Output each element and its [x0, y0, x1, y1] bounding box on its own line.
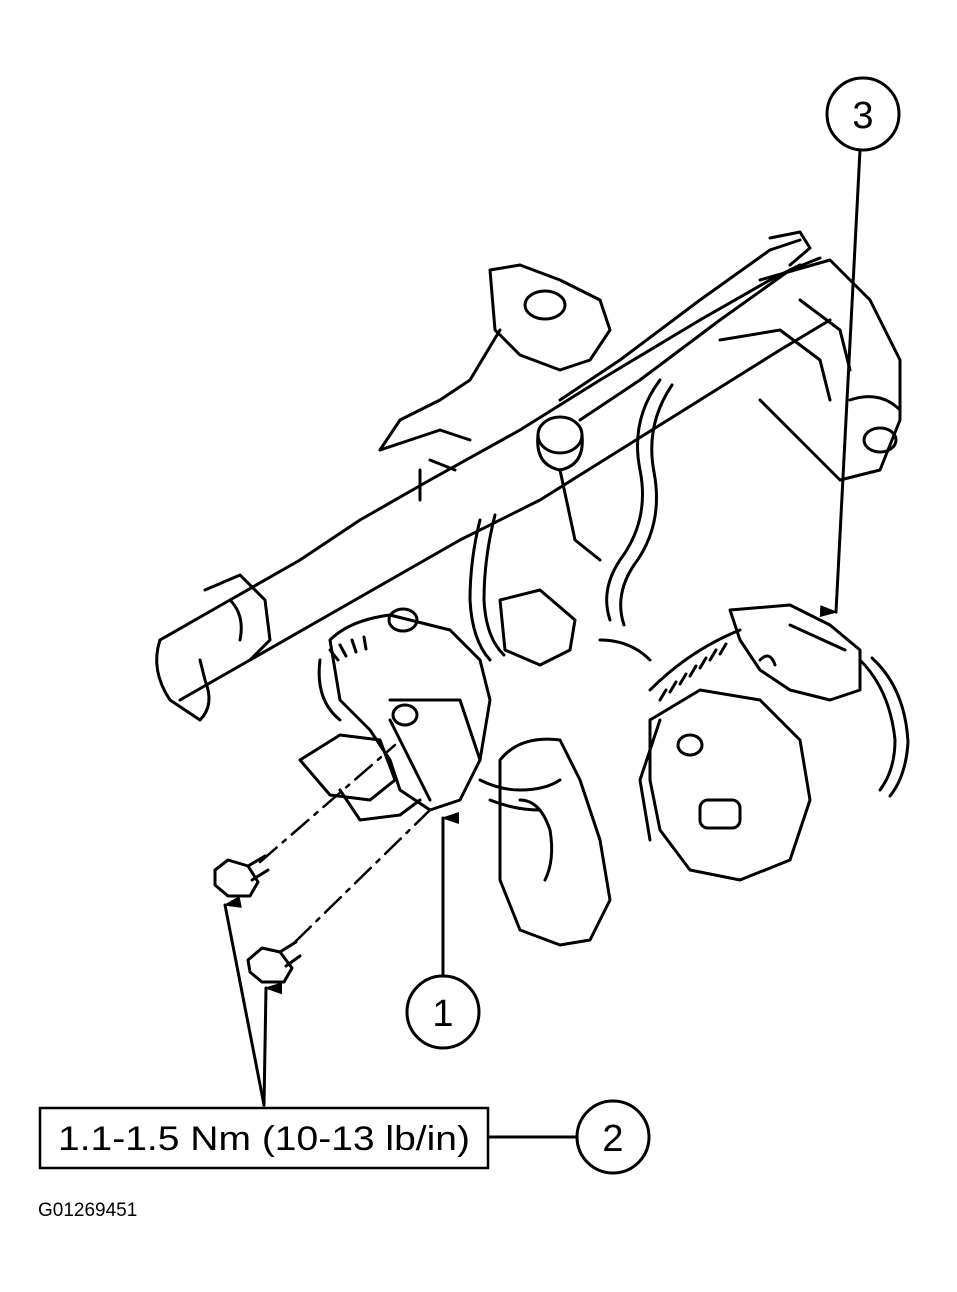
torque-spec-text: 1.1-1.5 Nm (10-13 lb/in): [58, 1120, 470, 1158]
callout-3-circle: [825, 76, 901, 152]
callout-1-circle: [405, 974, 481, 1050]
leader-lines: [223, 148, 862, 1139]
figure-id: G01269451: [38, 1200, 137, 1221]
callout-3: 3: [825, 76, 901, 152]
callout-1: 1: [405, 974, 481, 1050]
callout-2-circle: [575, 1099, 651, 1175]
callout-3-label: 3: [852, 95, 873, 137]
callout-2-label: 2: [602, 1118, 623, 1160]
callout-1-label: 1: [432, 993, 453, 1035]
torque-spec-box: 1.1-1.5 Nm (10-13 lb/in): [38, 1106, 490, 1170]
steering-column-assembly-drawing: [155, 230, 910, 984]
torque-spec-frame: [38, 1106, 490, 1170]
callout-2: 2: [575, 1099, 651, 1175]
